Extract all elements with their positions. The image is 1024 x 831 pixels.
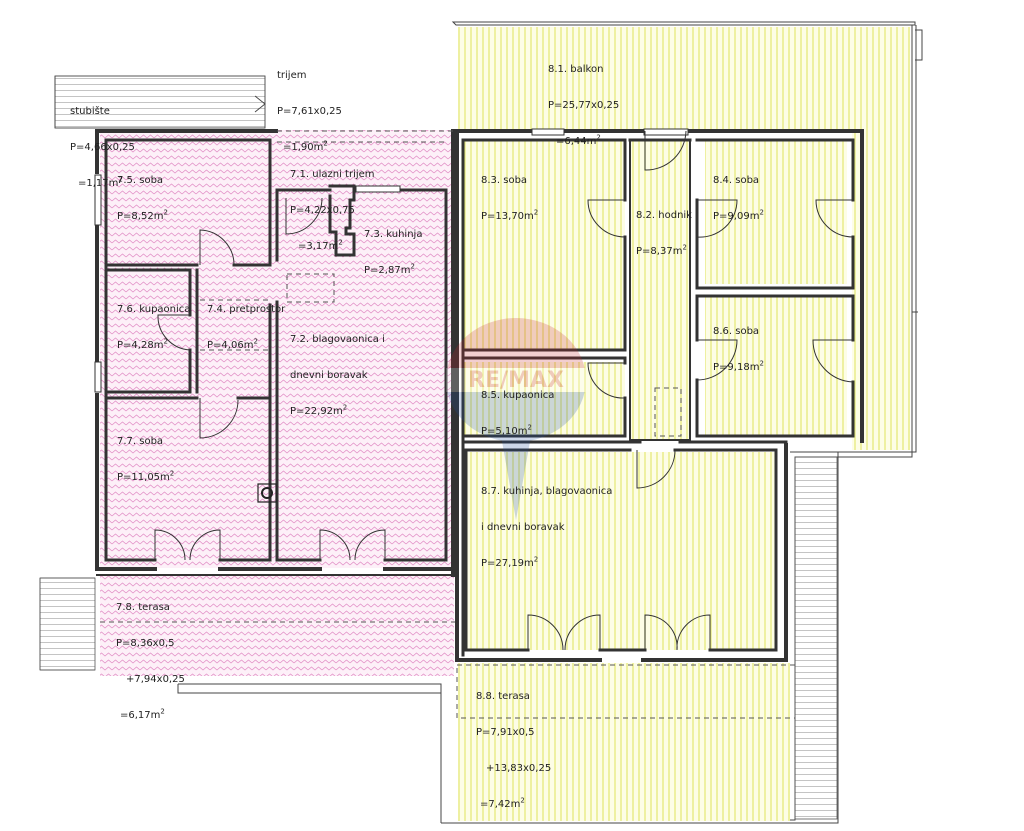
label-name-2: dnevni boravak xyxy=(290,370,368,381)
label-name: 7.2. blagovaonica i xyxy=(290,334,385,345)
label-trijem: trijem P=7,61x0,25 =1,90m2 xyxy=(277,70,342,153)
label-7-3-kuhinja: 7.3. kuhinja P=2,87m2 xyxy=(364,229,423,276)
label-name: 8.6. soba xyxy=(713,326,760,337)
label-name: 8.5. kupaonica xyxy=(481,390,555,401)
label-line1: P=7,61x0,25 xyxy=(277,106,342,117)
label-area: P=9,09 xyxy=(713,211,750,222)
label-stubiste: stubište P=4,66x0,25 =1,17m2 xyxy=(70,106,135,189)
right-stair xyxy=(794,456,838,820)
label-line3: =7,42 xyxy=(480,799,511,810)
label-8-4-soba: 8.4. soba P=9,09m2 xyxy=(713,175,764,222)
label-line2: +7,94x0,25 xyxy=(126,674,185,685)
label-line1: P=8,36x0,5 xyxy=(116,638,175,649)
label-area: P=13,70 xyxy=(481,211,525,222)
label-name: 7.7. soba xyxy=(117,436,164,447)
label-line2: =3,17 xyxy=(298,241,329,252)
doors xyxy=(154,130,854,651)
label-7-4-pretprostor: 7.4. pretprostor P=4,06m2 xyxy=(207,304,286,351)
label-area: P=8,37 xyxy=(636,246,673,257)
label-name: 8.3. soba xyxy=(481,175,528,186)
label-8-8-terasa: 8.8. terasa P=7,91x0,5 +13,83x0,25 =7,42… xyxy=(476,691,552,810)
label-8-7-kuhinja: 8.7. kuhinja, blagovaonica i dnevni bora… xyxy=(481,486,613,569)
left-bottom-stair xyxy=(39,577,96,671)
dashed-lines xyxy=(100,130,796,719)
site-outline xyxy=(441,21,923,824)
balcony-zones xyxy=(458,27,910,821)
label-name: 7.3. kuhinja xyxy=(364,229,423,240)
label-name: 8.4. soba xyxy=(713,175,760,186)
label-line2: =6,44 xyxy=(556,136,587,147)
label-name: 7.4. pretprostor xyxy=(207,304,286,315)
label-area: P=5,10 xyxy=(481,426,518,437)
right-apartment-fill xyxy=(463,140,847,650)
label-line1: P=7,91x0,5 xyxy=(476,727,535,738)
label-area: P=4,28 xyxy=(117,340,154,351)
chimney-icon xyxy=(257,483,277,503)
label-area: P=8,52 xyxy=(117,211,154,222)
label-name: 7.8. terasa xyxy=(116,602,170,613)
ground-lines xyxy=(177,683,442,823)
label-name: 8.8. terasa xyxy=(476,691,530,702)
label-8-3-soba: 8.3. soba P=13,70m2 xyxy=(481,175,539,222)
label-line3: =6,17 xyxy=(120,710,151,721)
label-area: P=2,87 xyxy=(364,265,401,276)
label-8-2-hodnik: 8.2. hodnik P=8,37m2 xyxy=(636,210,692,257)
label-line1: P=4,66x0,25 xyxy=(70,142,135,153)
label-line1: P=4,22x0,75 xyxy=(290,205,355,216)
label-7-1-ulazni-trijem: 7.1. ulazni trijem P=4,22x0,75 =3,17m2 xyxy=(290,169,375,252)
label-name: 7.1. ulazni trijem xyxy=(290,169,375,180)
label-line2: =1,90 xyxy=(283,142,314,153)
label-name: 8.1. balkon xyxy=(548,64,604,75)
label-area: P=4,06 xyxy=(207,340,244,351)
label-area: P=22,92 xyxy=(290,406,334,417)
label-name: 7.6. kupaonica xyxy=(117,304,191,315)
label-7-6-kupaonica: 7.6. kupaonica P=4,28m2 xyxy=(117,304,191,351)
label-area: P=27,19 xyxy=(481,558,525,569)
label-name-2: i dnevni boravak xyxy=(481,522,565,533)
label-line1: P=25,77x0,25 xyxy=(548,100,620,111)
left-stair xyxy=(54,75,266,129)
label-7-5-soba: 7.5. soba P=8,52m2 xyxy=(117,175,168,222)
label-area: P=9,18 xyxy=(713,362,750,373)
label-8-1-balkon: 8.1. balkon P=25,77x0,25 =6,44m2 xyxy=(548,64,620,147)
label-8-6-soba: 8.6. soba P=9,18m2 xyxy=(713,326,764,373)
label-name: 7.5. soba xyxy=(117,175,164,186)
label-name: trijem xyxy=(277,70,307,81)
label-name: 8.2. hodnik xyxy=(636,210,692,221)
watermark-text: RE/MAX xyxy=(468,368,564,393)
watermark-logo: RE/MAX xyxy=(446,318,586,520)
label-7-7-soba: 7.7. soba P=11,05m2 xyxy=(117,436,175,483)
label-8-5-kupaonica: 8.5. kupaonica P=5,10m2 xyxy=(481,390,555,437)
windows xyxy=(94,128,689,393)
label-area: P=11,05 xyxy=(117,472,161,483)
label-7-2-blagovaonica: 7.2. blagovaonica i dnevni boravak P=22,… xyxy=(290,334,385,417)
label-name: 8.7. kuhinja, blagovaonica xyxy=(481,486,613,497)
label-7-8-terasa: 7.8. terasa P=8,36x0,5 +7,94x0,25 =6,17m… xyxy=(116,602,185,721)
label-line2: +13,83x0,25 xyxy=(486,763,552,774)
label-line2: =1,17 xyxy=(78,178,109,189)
label-name: stubište xyxy=(70,106,110,117)
